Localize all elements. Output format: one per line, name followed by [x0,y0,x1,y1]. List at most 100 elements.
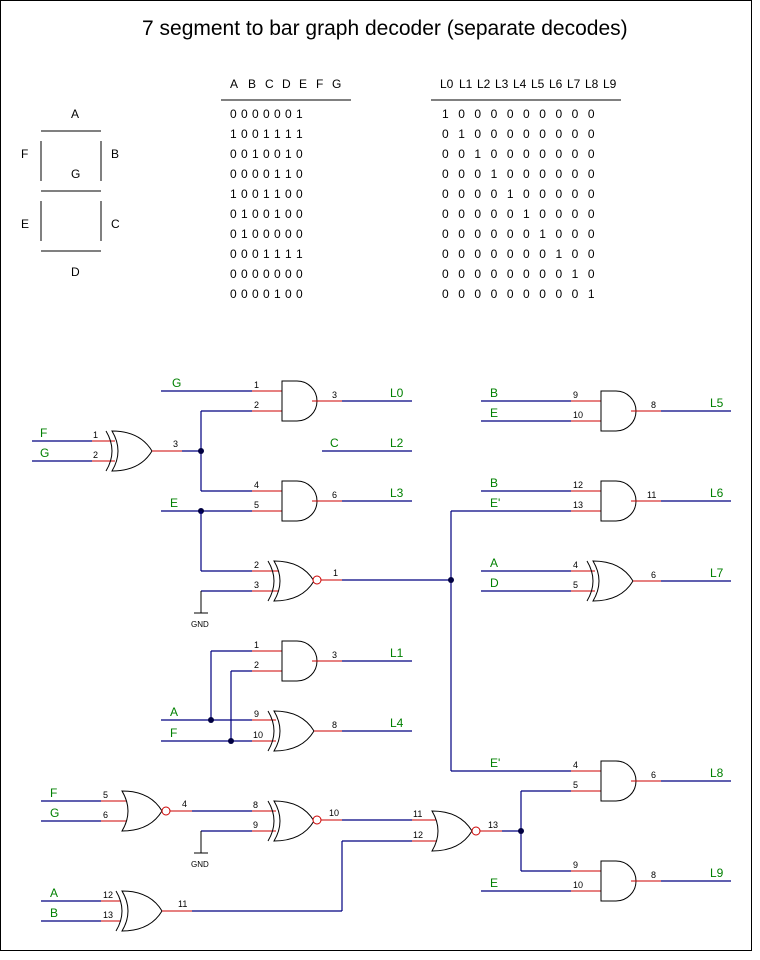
and-gate-l6 [600,480,637,522]
inverter-bubble [312,575,322,585]
segment-label-c: C [111,217,120,231]
pin-label: 12 [413,830,423,840]
right-circuit: B 9 E 10 8 L5 B 12 E' 13 11 L6 A 4 D [448,386,731,902]
pin-label: 10 [573,880,583,890]
pin-label: 11 [647,490,656,500]
xnor-gate-enot [273,560,315,602]
pin-label: 13 [103,910,113,920]
xor-gate-fg [111,430,153,472]
junction-dot [198,448,204,454]
signal-label-e-not: E' [490,496,500,510]
signal-label-l6: L6 [710,486,724,500]
table-row: 0 1 0 0 0 0 0 [230,227,303,241]
table-row: 0 0 0 1 1 1 1 [230,247,303,261]
left-circuit: G 1 2 3 L0 F 1 G 2 3 C L2 4 E [32,376,521,932]
pin-label: 12 [103,890,113,900]
table-row: 1 0 0 0 0 0 0 0 0 0 [442,107,598,121]
table-header: G [332,77,341,91]
signal-label-l1: L1 [390,646,404,660]
pin-label: 6 [651,770,656,780]
table-row: 1 0 0 1 1 0 0 [230,187,303,201]
page-title: 7 segment to bar graph decoder (separate… [142,17,628,40]
segment-label-b: B [111,147,119,161]
xor-back-curve [267,560,275,602]
table-header: L2 [477,77,491,91]
junction-dot [228,738,234,744]
pin-label: 8 [253,800,258,810]
gnd-label: GND [191,620,209,629]
signal-label-l2: L2 [390,436,404,450]
table-row: 0 0 0 0 0 0 1 0 0 0 [442,227,598,241]
table-row: 0 0 1 0 0 0 0 0 0 0 [442,147,598,161]
signal-label-e: E [170,496,178,510]
table-row: 0 0 0 0 0 0 0 0 0 1 [442,287,598,301]
signal-label-g: G [172,376,181,390]
pin-label: 2 [93,450,98,460]
and-gate-l1 [281,640,318,682]
table-row: 0 0 0 1 0 0 0 0 0 0 [442,167,598,181]
table-row: 0 0 0 0 0 0 0 [230,267,303,281]
pin-label: 9 [254,709,259,719]
pin-label: 4 [254,480,259,490]
table-row: 0 1 0 0 1 0 0 [230,207,303,221]
gnd-label: GND [191,860,209,869]
xor-back-curve [267,800,275,842]
pin-label: 13 [573,500,583,510]
signal-label-g: G [40,446,49,460]
segment-label-a: A [71,107,79,121]
pin-label: 6 [103,810,108,820]
segment-truth-table: A B C D E F G 0 0 0 0 0 0 1 1 0 0 1 1 1 … [221,77,351,301]
and-gate-l8 [600,760,637,802]
xor-back-curve [115,890,123,932]
seven-segment-figure: A B C D E F G [21,107,120,279]
junction-dot [448,577,454,583]
pin-label: 12 [573,480,583,490]
xor-back-curve [105,430,113,472]
segment-label-e: E [21,217,29,231]
signal-label-b: B [490,476,498,490]
segment-label-d: D [71,265,80,279]
signal-label-d: D [490,576,499,590]
pin-label: 1 [333,568,338,578]
table-header: L1 [459,77,473,91]
junction-dot [518,828,524,834]
pin-label: 3 [173,439,178,449]
signal-label-f: F [170,726,177,740]
pin-label: 11 [413,809,422,819]
pin-label: 8 [651,870,656,880]
signal-label-l7: L7 [710,566,724,580]
xor-gate-l7 [592,560,634,602]
pin-label: 10 [573,410,583,420]
table-header: C [265,77,274,91]
pin-label: 5 [573,780,578,790]
xnor-gate-fg [121,790,163,832]
pin-label: 4 [573,760,578,770]
pin-label: 5 [573,580,578,590]
xor-gate-ab [121,890,163,932]
pin-label: 5 [103,790,108,800]
segment-label-g: G [71,167,80,181]
signal-label-a: A [50,886,58,900]
inverter-bubble [471,826,481,836]
table-header: L0 [440,77,454,91]
pin-label: 2 [254,660,259,670]
table-row: 0 0 0 0 1 0 0 0 0 0 [442,187,598,201]
inverter-bubble [161,806,171,816]
inverter-bubble [312,815,322,825]
table-row: 0 0 0 0 0 0 1 [230,107,303,121]
table-header: D [282,77,291,91]
xor-gate-l4 [273,710,315,752]
pin-label: 9 [573,860,578,870]
pin-label: 9 [573,390,578,400]
signal-label-l4: L4 [390,716,404,730]
signal-label-l3: L3 [390,486,404,500]
signal-label-c: C [330,436,339,450]
bar-truth-table: L0 L1 L2 L3 L4 L5 L6 L7 L8 L9 1 0 0 0 0 … [431,77,621,301]
pin-label: 9 [253,820,258,830]
pin-label: 3 [332,390,337,400]
pin-label: 1 [93,430,98,440]
signal-label-g: G [50,806,59,820]
and-gate-l5 [600,390,637,432]
pin-label: 8 [651,400,656,410]
